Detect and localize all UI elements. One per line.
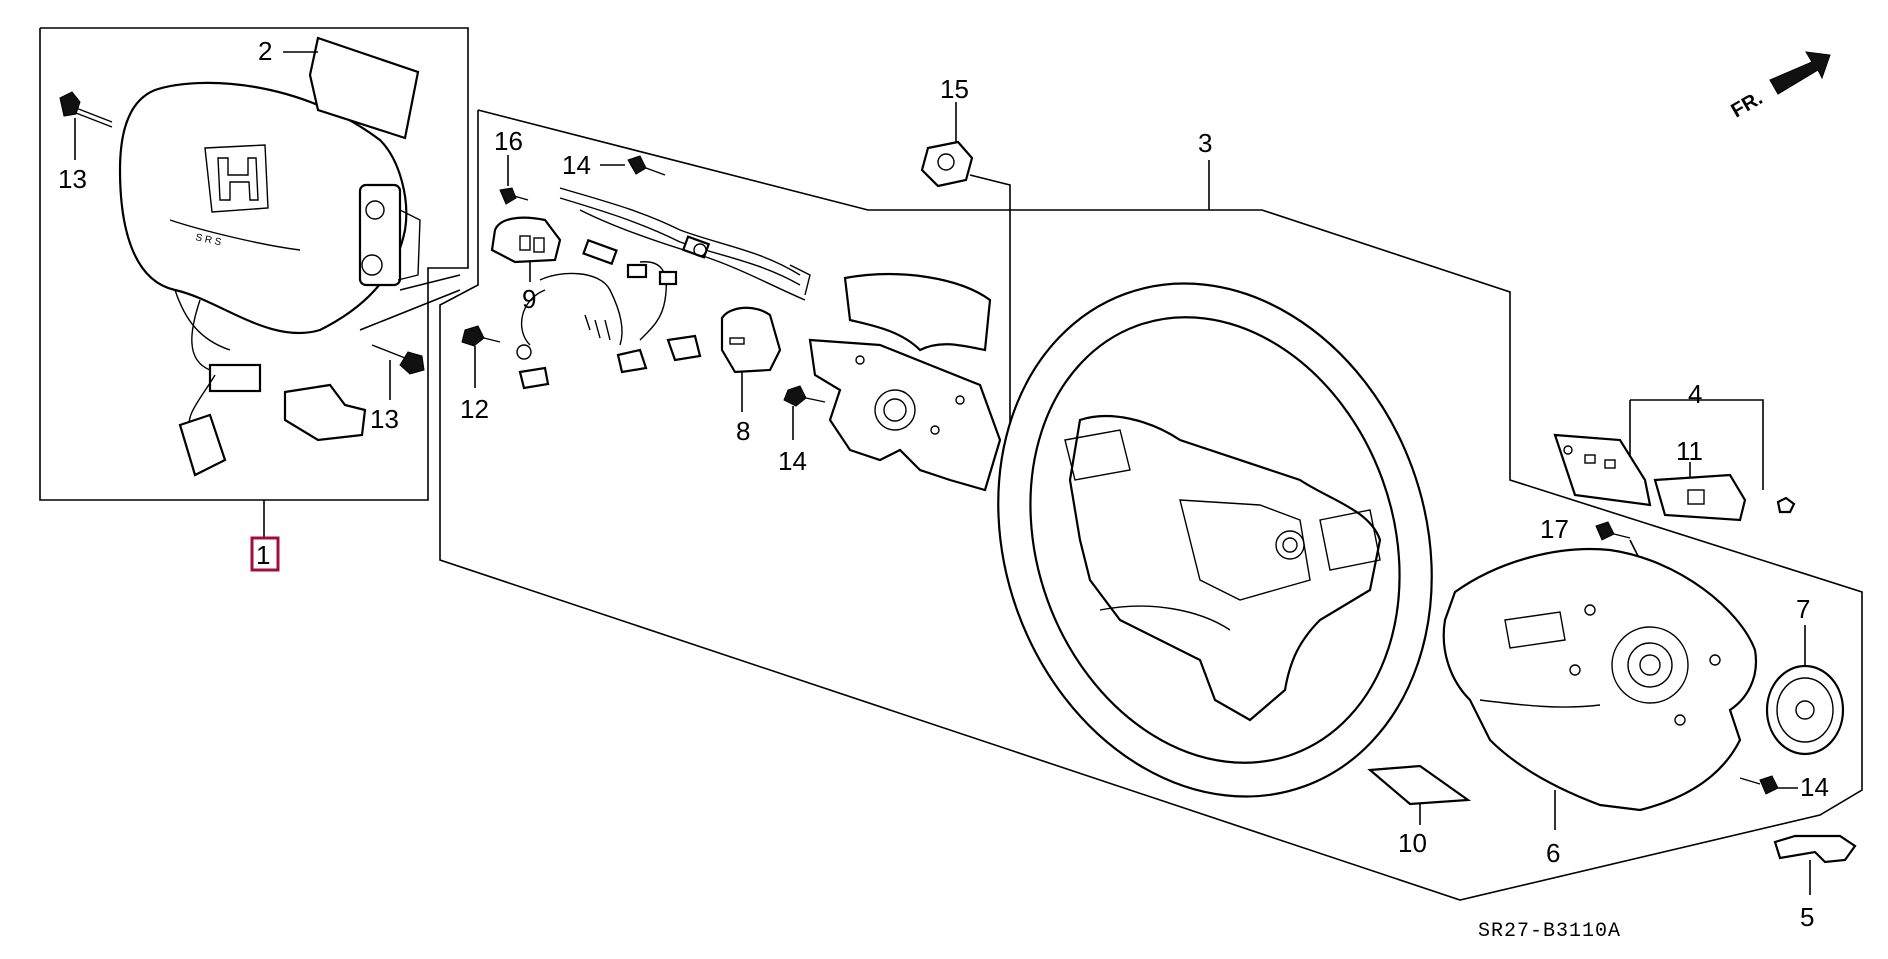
front-indicator-label: FR. — [1728, 87, 1767, 122]
callout-4[interactable]: 4 — [1688, 379, 1702, 409]
honda-logo — [204, 144, 269, 213]
part-14-upper-bolt[interactable] — [600, 155, 666, 176]
wire-harness-lower[interactable] — [516, 261, 702, 390]
callout-15[interactable]: 15 — [940, 74, 969, 104]
part-5-clip[interactable] — [1773, 834, 1857, 895]
callout-labels: 1 2 3 4 5 6 7 8 9 10 11 12 13 13 14 14 1… — [58, 36, 1829, 932]
airbag-group-outline — [39, 27, 469, 572]
callout-10[interactable]: 10 — [1398, 828, 1427, 858]
part-10-label[interactable] — [1367, 764, 1472, 825]
callout-2[interactable]: 2 — [258, 36, 272, 66]
callout-13-lower[interactable]: 13 — [370, 404, 399, 434]
part-6-rear-cover[interactable] — [1442, 548, 1758, 830]
part-17-screw[interactable] — [1595, 521, 1641, 561]
callout-6[interactable]: 6 — [1546, 838, 1560, 868]
part-9-switch[interactable] — [490, 216, 562, 282]
part-16-screw[interactable] — [499, 155, 529, 205]
small-nut-4[interactable] — [1776, 496, 1796, 514]
callout-16[interactable]: 16 — [494, 126, 523, 156]
callout-1[interactable]: 1 — [256, 540, 270, 570]
wheel-assembly-outline — [439, 109, 1863, 901]
airbag-module[interactable]: S R S — [118, 81, 461, 477]
callout-1-highlight-box[interactable] — [250, 536, 280, 572]
callout-14-lower[interactable]: 14 — [1800, 772, 1829, 802]
callout-9[interactable]: 9 — [522, 284, 536, 314]
callout-14-upper[interactable]: 14 — [562, 150, 591, 180]
bolt-13-lower[interactable] — [371, 344, 425, 400]
callout-11[interactable]: 11 — [1676, 436, 1703, 466]
callout-13-upper[interactable]: 13 — [58, 164, 87, 194]
part-8-switch-cover[interactable] — [720, 306, 782, 412]
part-4-switch-plate[interactable] — [1553, 433, 1652, 507]
callout-12[interactable]: 12 — [460, 394, 489, 424]
part-14-middle-bolt[interactable] — [783, 385, 826, 440]
part-11-switch-plate[interactable] — [1653, 462, 1747, 522]
part-2-label[interactable] — [283, 36, 420, 140]
part-14-lower-bolt[interactable] — [1739, 775, 1798, 795]
bolt-13-upper[interactable] — [59, 91, 113, 160]
diagram-code: SR27-B3110A — [1478, 920, 1621, 943]
part-12-screw[interactable] — [461, 325, 501, 388]
callout-17[interactable]: 17 — [1540, 514, 1569, 544]
callout-8[interactable]: 8 — [736, 416, 750, 446]
callout-7[interactable]: 7 — [1796, 594, 1810, 624]
steering-wheel[interactable] — [928, 222, 1502, 858]
svg-text:S R S: S R S — [194, 232, 222, 248]
wire-harness-upper[interactable] — [559, 187, 811, 301]
callout-14-middle[interactable]: 14 — [778, 446, 807, 476]
callout-5[interactable]: 5 — [1800, 902, 1814, 932]
front-direction-arrow-icon — [1769, 51, 1831, 95]
part-7-hub-ring[interactable] — [1765, 625, 1845, 756]
callout-3[interactable]: 3 — [1198, 128, 1212, 158]
mounting-bracket[interactable] — [808, 273, 1002, 492]
